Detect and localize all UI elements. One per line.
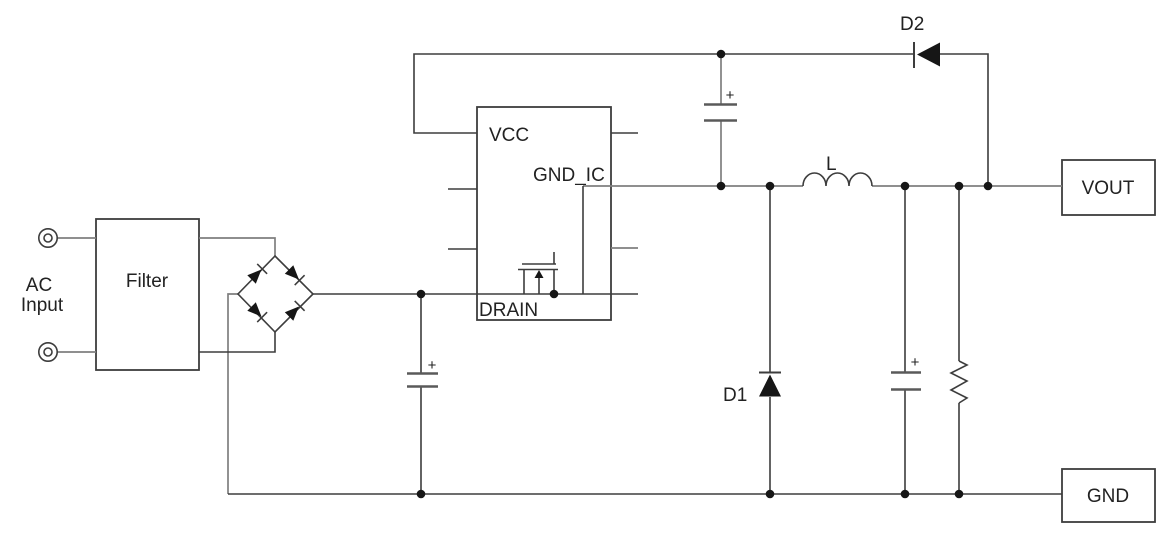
filter-box	[95, 218, 200, 371]
gnd-label: GND	[1087, 486, 1129, 507]
bulk-capacitor	[407, 372, 438, 388]
labels: AC Input Filter VCC GND_IC DRAIN D1 D2 L…	[21, 14, 1135, 507]
ac-input-label-line1: AC	[26, 275, 52, 296]
switching-ic	[476, 106, 612, 321]
ic-left-stubs	[448, 188, 477, 250]
ac-terminal-top-outer	[37, 228, 58, 249]
ac-input-label-line2: Input	[21, 295, 64, 316]
filter-label: Filter	[126, 271, 169, 292]
vout-box	[1061, 159, 1156, 216]
ac-terminal-bottom-inner	[43, 347, 53, 357]
d2-label: D2	[900, 14, 924, 35]
gnd-terminal-box	[1061, 468, 1156, 523]
wires-dark	[199, 53, 1062, 495]
ic-pin-drain-label: DRAIN	[479, 300, 538, 321]
output-capacitor	[891, 371, 921, 391]
wire-vcc-loop-top-rail	[413, 53, 914, 134]
ac-terminal-bottom	[37, 341, 58, 362]
load-resistor	[949, 360, 969, 404]
wire-d2-to-vout-rail	[940, 53, 989, 186]
ac-terminal-bottom-outer	[37, 341, 58, 362]
mosfet-symbol	[518, 252, 558, 294]
inductor-coils	[802, 172, 873, 187]
d1-label: D1	[723, 385, 747, 406]
bridge-diode-top-right	[284, 265, 306, 286]
mosfet-lines	[518, 252, 558, 294]
d2-triangle-icon	[917, 42, 940, 67]
wire-filter-to-bridge-bottom	[199, 332, 276, 353]
ac-terminal-top-inner	[43, 233, 53, 243]
vcc-capacitor	[704, 103, 737, 122]
vcc-cap-plus-icon: +	[726, 87, 735, 104]
bridge-rectifier	[236, 254, 315, 334]
vout-label: VOUT	[1082, 178, 1135, 199]
junction-dots	[416, 49, 993, 499]
ic-pin-vcc-label: VCC	[489, 125, 529, 146]
wire-bridge-left-to-ground	[227, 293, 238, 494]
inductor-label: L	[826, 154, 837, 175]
diode-d1	[759, 371, 781, 397]
ic-pin-gndic-label: GND_IC	[533, 165, 605, 186]
gnd-box	[1061, 468, 1156, 523]
bridge-diamond	[236, 254, 315, 334]
filter-block	[95, 218, 200, 371]
ac-terminal-top	[37, 228, 58, 249]
bridge-diode-top-left	[247, 263, 268, 284]
mosfet-body-arrow-icon	[534, 270, 544, 278]
bridge-diode-bottom-left	[247, 302, 268, 323]
bulk-cap-plus-icon: +	[428, 357, 437, 374]
diode-d2	[913, 42, 940, 68]
resistor-zigzag	[949, 360, 969, 404]
inductor-l	[802, 172, 873, 187]
vout-terminal-box	[1061, 159, 1156, 216]
wire-filter-to-bridge-top	[199, 237, 276, 256]
d1-triangle-icon	[759, 374, 781, 397]
output-cap-plus-icon: +	[911, 354, 920, 371]
ic-box	[476, 106, 612, 321]
bridge-diode-bottom-right	[284, 300, 306, 321]
